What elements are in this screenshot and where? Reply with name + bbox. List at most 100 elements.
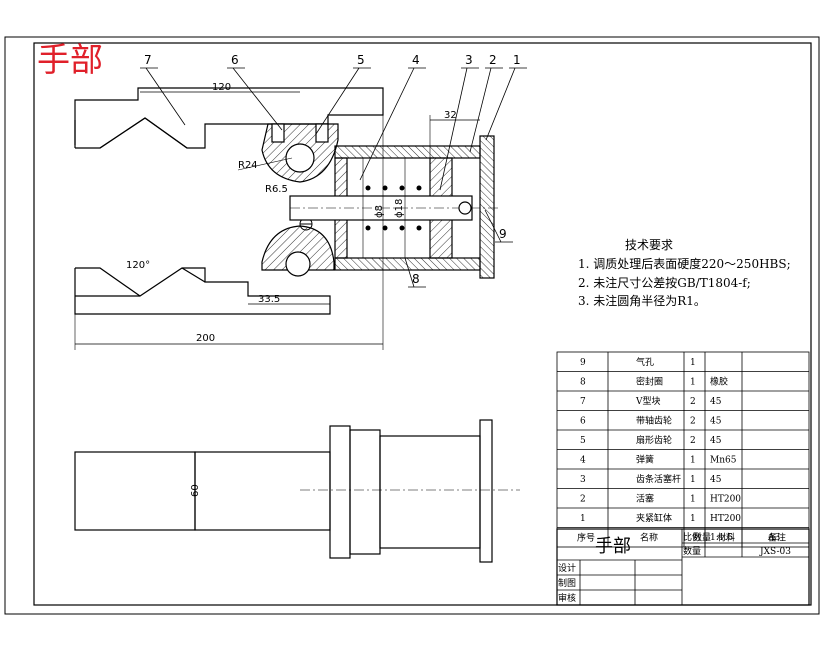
- scale-value: 1:1.5: [710, 533, 733, 543]
- dim-60: 60: [190, 484, 201, 497]
- inner-border: [33, 42, 812, 606]
- design-label: 设计: [558, 562, 576, 574]
- drawing-label: 制图: [558, 577, 576, 589]
- bom-qty: 1: [690, 456, 696, 466]
- balloon-number: 3: [465, 53, 473, 67]
- bom-name: 夹紧缸体: [636, 512, 672, 524]
- bom-mat: HT200: [710, 514, 741, 524]
- balloon-number: 6: [231, 53, 239, 67]
- balloon-number: 8: [412, 272, 420, 286]
- balloon-leader: [485, 67, 516, 141]
- bom-mat: 橡胶: [710, 376, 728, 388]
- scale-label: 比例: [683, 531, 701, 543]
- balloon-number: 4: [412, 53, 420, 67]
- side-view: [74, 419, 493, 563]
- balloon-leader: [359, 67, 415, 181]
- leader-r24: [237, 157, 293, 171]
- notes-title: 技术要求: [625, 238, 673, 252]
- bom-qty: 1: [690, 495, 696, 505]
- lower-sector-gear: [261, 225, 335, 277]
- spring-coils: [365, 185, 422, 231]
- upper-v-block: [74, 87, 384, 149]
- balloon-leader: [315, 67, 360, 135]
- balloon-4: 4: [359, 53, 426, 181]
- bom-mat: 45: [710, 397, 722, 407]
- title-block-name: 手部: [595, 536, 631, 557]
- balloon-5: 5: [315, 53, 371, 135]
- bom-qty: 1: [690, 475, 696, 485]
- balloon-8: 8: [404, 257, 426, 288]
- bom-name: 密封圈: [636, 376, 663, 388]
- bom-no: 4: [580, 456, 586, 466]
- bom-qty: 1: [690, 358, 696, 368]
- balloon-number: 2: [489, 53, 497, 67]
- dim-32: 32: [444, 110, 457, 121]
- upper-sector-gear: [261, 123, 339, 183]
- balloon-9: 9: [484, 209, 513, 243]
- lower-v-block: [74, 267, 331, 315]
- dim-r24: R24: [238, 160, 258, 171]
- bom-mat: HT200: [710, 495, 741, 505]
- balloon-6: 6: [227, 53, 283, 131]
- balloon-number: 1: [513, 53, 521, 67]
- dim-phi18: ϕ18: [394, 199, 405, 218]
- balloon-leader: [232, 67, 283, 131]
- bom-mat: 45: [710, 475, 722, 485]
- qty-label: 数量: [683, 545, 701, 557]
- balloon-leader: [404, 257, 415, 288]
- bom-name: 气孔: [636, 356, 654, 368]
- bom-name: 扇形齿轮: [636, 434, 672, 446]
- bom-row: 4 弹簧 1 Mn65: [580, 454, 737, 466]
- balloon-number: 5: [357, 53, 365, 67]
- bom-mat: 45: [710, 436, 722, 446]
- bom-header-remark: 备注: [768, 532, 786, 544]
- dim-a120: 120°: [126, 260, 150, 271]
- part-balloons: 1 2 3 4 5 6 7 8 9: [140, 53, 527, 288]
- drawing-number: JXS-03: [759, 547, 791, 557]
- balloon-number: 9: [499, 227, 507, 241]
- bom-row: 9 气孔 1: [580, 356, 696, 368]
- title-block-grid: [556, 528, 810, 606]
- bom-qty: 2: [690, 436, 696, 446]
- bom-name: 弹簧: [636, 454, 654, 466]
- bom-table-grid: [556, 351, 810, 548]
- dim-phi8: ϕ8: [374, 205, 385, 218]
- balloon-leader: [484, 209, 502, 243]
- note-3: 3. 未注圆角半径为R1。: [578, 293, 706, 308]
- bom-header: 序号名称数量材料备注: [577, 532, 786, 544]
- balloon-leader: [145, 67, 186, 126]
- bom-qty: 1: [690, 378, 696, 388]
- balloon-2: 2: [469, 53, 503, 153]
- bom-mat: Mn65: [710, 456, 737, 466]
- balloon-3: 3: [439, 53, 479, 191]
- bom-name: 活塞: [636, 493, 654, 505]
- bom-no: 3: [580, 475, 586, 485]
- bom-header-name: 名称: [640, 532, 658, 544]
- dim-335: 33.5: [258, 294, 280, 305]
- dim-200: 200: [196, 333, 215, 344]
- cylinder-section: [289, 135, 500, 279]
- bom-header-mat: 材料: [717, 532, 735, 544]
- bom-header-no: 序号: [577, 532, 595, 544]
- bom-no: 7: [580, 397, 586, 407]
- balloon-leader: [469, 67, 492, 153]
- balloon-number: 7: [144, 53, 152, 67]
- note-2: 2. 未注尺寸公差按GB/T1804-f;: [578, 275, 751, 290]
- bom-no: 6: [580, 417, 586, 427]
- outer-border: [4, 36, 820, 615]
- bom-name: V型块: [635, 395, 661, 407]
- bom-no: 9: [580, 358, 586, 368]
- bom-qty: 2: [690, 417, 696, 427]
- balloon-7: 7: [140, 53, 186, 126]
- note-1: 1. 调质处理后表面硬度220～250HBS;: [578, 256, 791, 271]
